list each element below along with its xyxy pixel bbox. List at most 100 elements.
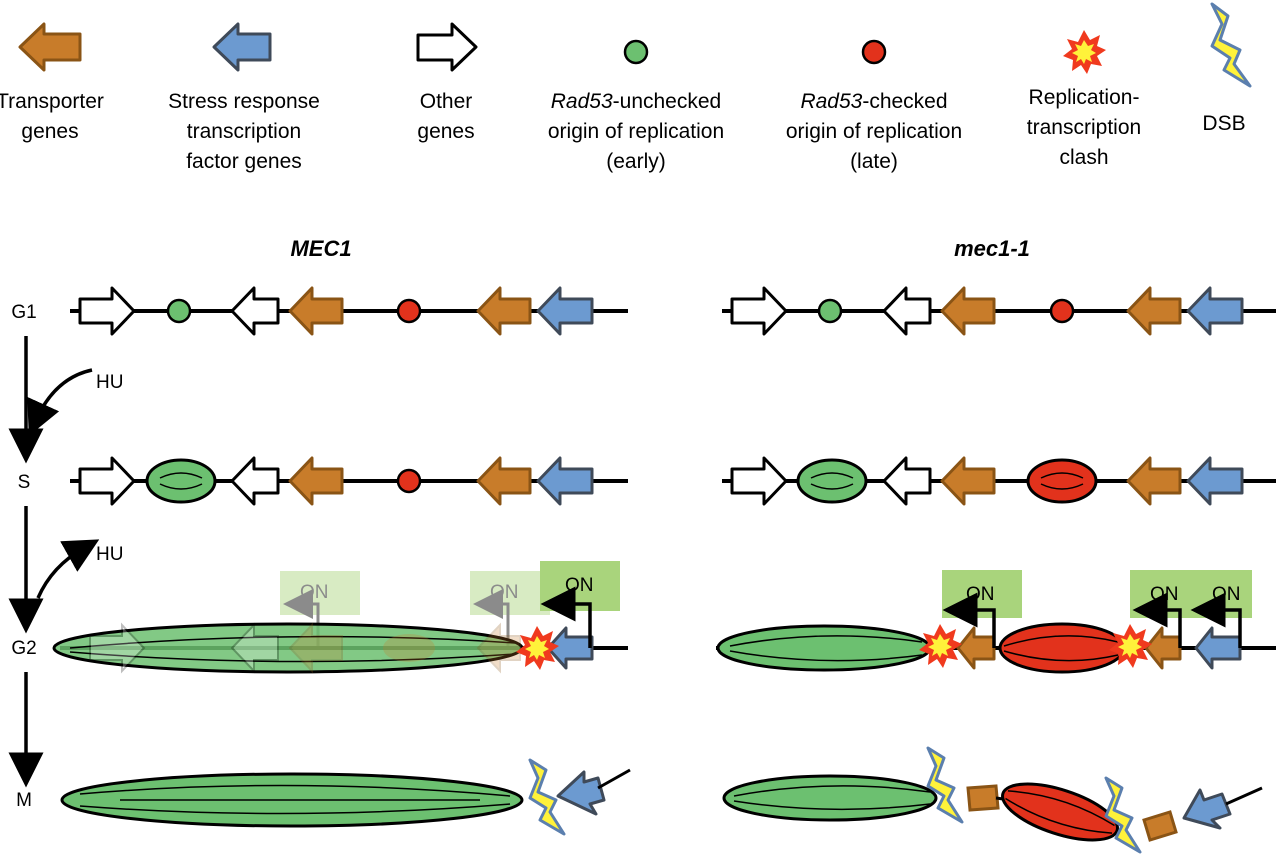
stress-gene-arrow bbox=[536, 286, 594, 336]
origin-late-dot bbox=[1049, 298, 1075, 324]
replication-bubble-late bbox=[1026, 458, 1098, 504]
transporter-gene-fragment bbox=[966, 784, 1000, 812]
transporter-gene-fragment bbox=[1142, 810, 1178, 842]
stress-gene-arrow-broken bbox=[556, 770, 606, 816]
on-box-faded: ON bbox=[280, 571, 360, 648]
on-box: ON bbox=[540, 561, 620, 648]
legend-transporter: Transporter genes bbox=[0, 22, 104, 143]
origin-late-icon bbox=[861, 39, 887, 65]
transporter-gene-arrow bbox=[940, 286, 996, 336]
clash-icon bbox=[516, 626, 559, 670]
on-box: ON ON bbox=[1130, 570, 1252, 648]
stress-gene-arrow bbox=[1186, 286, 1244, 336]
transporter-gene-arrow bbox=[476, 456, 532, 506]
replication-bubble-early-extended bbox=[716, 624, 932, 672]
legend-unchecked-origin: Rad53-unchecked origin of replication (e… bbox=[548, 39, 724, 173]
legend-other-line2: genes bbox=[417, 120, 474, 143]
origin-early-dot bbox=[817, 298, 843, 324]
legend-checked-line2: origin of replication bbox=[786, 120, 962, 143]
left-panel-title: MEC1 bbox=[290, 236, 351, 261]
transporter-gene-icon bbox=[18, 22, 82, 72]
other-gene-arrow bbox=[78, 456, 136, 506]
clash-icon bbox=[1063, 30, 1106, 74]
transporter-gene-arrow bbox=[288, 286, 344, 336]
legend-clash-line2: transcription bbox=[1027, 116, 1141, 139]
legend-checked-rest: -checked bbox=[862, 90, 947, 113]
dsb-icon bbox=[1210, 2, 1252, 88]
phase-s: S bbox=[18, 472, 31, 493]
legend-unchecked-rest: -unchecked bbox=[613, 90, 722, 113]
legend-checked-line3: (late) bbox=[850, 150, 898, 173]
left-g2-row: ON ON bbox=[52, 561, 628, 674]
legend-dsb-line1: DSB bbox=[1202, 112, 1245, 135]
stress-gene-arrow bbox=[1186, 456, 1244, 506]
transporter-gene-arrow bbox=[476, 286, 532, 336]
left-m-row bbox=[60, 758, 631, 836]
replication-bubble-early-complete bbox=[722, 774, 938, 822]
other-gene-icon bbox=[416, 22, 478, 72]
right-s-row bbox=[722, 456, 1276, 506]
right-m-row bbox=[722, 746, 1263, 854]
legend: Transporter genes Stress response transc… bbox=[0, 2, 1252, 173]
on-box-faded: ON bbox=[470, 571, 550, 648]
stress-gene-arrow bbox=[536, 456, 594, 506]
dsb-icon bbox=[926, 746, 964, 824]
phase-g2: G2 bbox=[11, 638, 36, 659]
legend-checked-origin: Rad53-checked origin of replication (lat… bbox=[786, 39, 962, 173]
left-s-row bbox=[70, 456, 628, 506]
legend-other-line1: Other bbox=[420, 90, 473, 113]
legend-transporter-line1: Transporter bbox=[0, 90, 104, 113]
other-gene-arrow bbox=[882, 286, 932, 336]
legend-clash-line1: Replication- bbox=[1029, 86, 1140, 109]
transporter-gene-arrow bbox=[940, 456, 996, 506]
on-label-faded: ON bbox=[490, 582, 519, 603]
replication-bubble-early bbox=[796, 458, 868, 504]
legend-transporter-line2: genes bbox=[21, 120, 78, 143]
legend-stress-line3: factor genes bbox=[186, 150, 302, 173]
stress-gene-arrow bbox=[546, 626, 594, 670]
on-label: ON bbox=[565, 575, 594, 596]
dsb-icon bbox=[1104, 776, 1142, 854]
phase-column: G1 S G2 M HU HU bbox=[8, 302, 123, 811]
on-box: ON bbox=[942, 570, 1022, 648]
legend-checked-line1: Rad53-checked bbox=[800, 90, 947, 113]
hu-arrow-in bbox=[27, 368, 93, 436]
transporter-gene-arrow bbox=[956, 626, 996, 670]
other-gene-arrow bbox=[730, 456, 788, 506]
hu-label-out: HU bbox=[96, 544, 123, 565]
origin-early-icon bbox=[623, 39, 649, 65]
legend-unchecked-italic: Rad53 bbox=[551, 90, 613, 113]
other-arrow-shape bbox=[416, 22, 478, 72]
clash-icon bbox=[1109, 624, 1152, 668]
transporter-gene-arrow bbox=[1126, 286, 1182, 336]
other-gene-arrow bbox=[78, 286, 136, 336]
right-g1-row bbox=[722, 286, 1276, 336]
phase-g1: G1 bbox=[11, 302, 36, 323]
other-gene-arrow bbox=[230, 456, 280, 506]
replication-bubble-early bbox=[145, 458, 217, 504]
legend-stress-line2: transcription bbox=[187, 120, 301, 143]
left-g1-row bbox=[70, 286, 628, 336]
dsb-icon bbox=[528, 758, 566, 836]
legend-clash-line3: clash bbox=[1059, 146, 1108, 169]
other-gene-arrow bbox=[882, 456, 932, 506]
stress-gene-icon bbox=[212, 22, 272, 72]
replication-bubble-late-extended bbox=[998, 622, 1126, 674]
transporter-gene-arrow bbox=[1126, 456, 1182, 506]
legend-stress: Stress response transcription factor gen… bbox=[168, 22, 320, 173]
on-label: ON bbox=[966, 584, 995, 605]
hu-arrow-out bbox=[36, 539, 100, 599]
right-panel: ON ON ON bbox=[716, 286, 1276, 854]
origin-late-dot bbox=[396, 468, 422, 494]
on-label: ON bbox=[1212, 584, 1241, 605]
transporter-gene-arrow bbox=[1144, 626, 1182, 670]
legend-dsb: DSB bbox=[1202, 2, 1252, 135]
right-g2-row: ON ON ON bbox=[716, 570, 1276, 674]
origin-late-dot bbox=[396, 298, 422, 324]
replication-bubble-late-complete bbox=[1001, 782, 1119, 842]
stress-gene-arrow-broken bbox=[1182, 788, 1232, 830]
legend-other: Other genes bbox=[416, 22, 478, 143]
left-panel: ON ON bbox=[52, 286, 631, 836]
on-label-faded: ON bbox=[300, 582, 329, 603]
